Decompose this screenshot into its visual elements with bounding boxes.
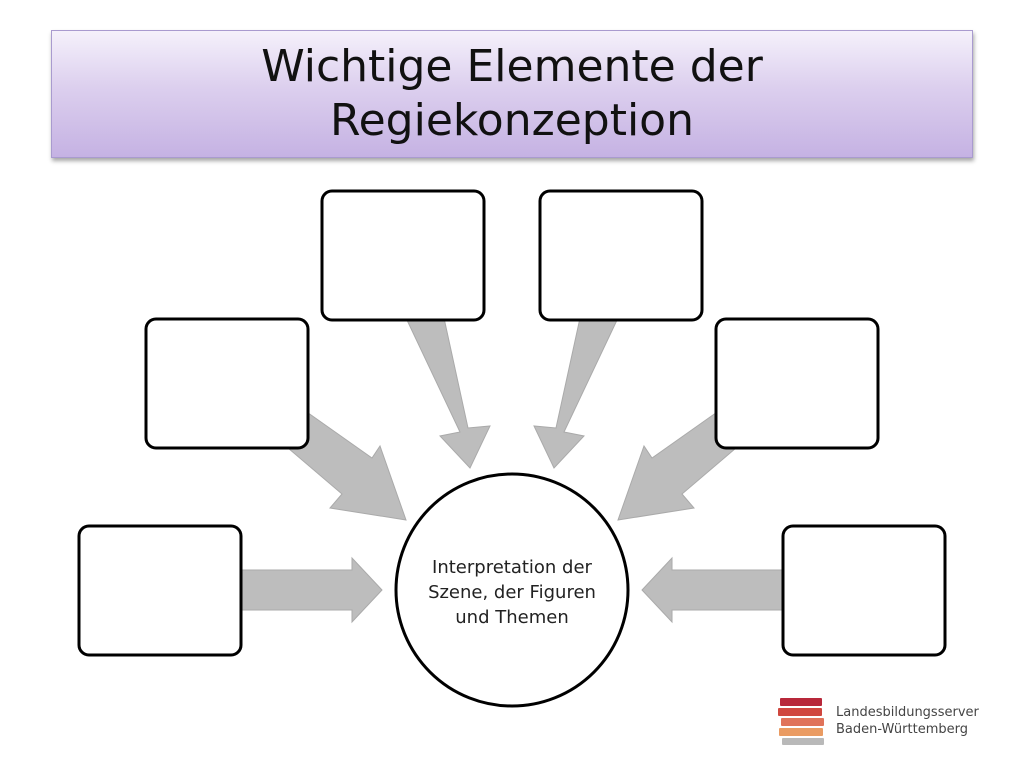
arrow-top-left — [405, 317, 491, 469]
logo-line-2: Baden-Württemberg — [836, 722, 968, 737]
stacked-books-icon — [778, 698, 824, 745]
center-circle-label: Interpretation der Szene, der Figuren un… — [428, 556, 596, 628]
logo-line-1: Landesbildungsserver — [836, 705, 979, 720]
arrow-left-middle — [287, 409, 407, 521]
title-banner: Wichtige Elemente der Regiekonzeption — [51, 30, 973, 158]
arrow-left-bottom — [241, 556, 383, 624]
empty-box-top-left — [320, 189, 486, 322]
empty-box-middle-left — [144, 317, 310, 450]
arrow-right-middle — [617, 409, 737, 521]
center-circle — [394, 472, 630, 708]
empty-box-top-right — [538, 189, 704, 322]
landesbildungsserver-logo: Landesbildungsserver Baden-Württemberg — [776, 694, 986, 748]
logo-text: Landesbildungsserver Baden-Württemberg — [836, 704, 979, 738]
slide-title: Wichtige Elemente der Regiekonzeption — [261, 41, 763, 146]
arrow-right-bottom — [641, 556, 783, 624]
empty-box-middle-right — [714, 317, 880, 450]
arrow-top-right — [533, 317, 619, 469]
empty-box-bottom-right — [781, 524, 947, 657]
empty-box-bottom-left — [77, 524, 243, 657]
